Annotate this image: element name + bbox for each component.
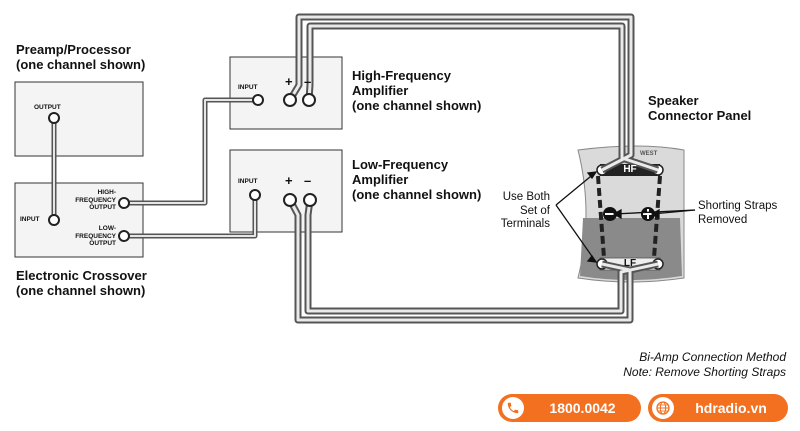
lf-amp-plus-label: + <box>285 173 293 188</box>
crossover-high-output-jack <box>118 197 130 209</box>
hf-amp-plus-post <box>283 93 297 107</box>
crossover-input-jack <box>48 214 60 226</box>
caption-line2: Note: Remove Shorting Straps <box>623 365 786 379</box>
lf-amp-minus-label: – <box>304 173 312 188</box>
preamp-box <box>14 81 144 157</box>
phone-pill[interactable]: 1800.0042 <box>498 394 641 422</box>
crossover-box <box>14 182 144 258</box>
lf-amp-plus-post <box>283 193 297 207</box>
hf-amp-minus-post <box>302 93 316 107</box>
website-url: hdradio.vn <box>695 400 767 416</box>
hf-amp-minus-label: – <box>304 74 312 89</box>
lf-amp-minus-post <box>303 193 317 207</box>
use-both-callout: Use Both Set of Terminals <box>500 191 550 230</box>
hf-amp-box <box>229 56 343 130</box>
globe-icon <box>652 397 674 419</box>
panel-brand-text: WEST <box>640 151 658 157</box>
lf-amp-input-label: INPUT <box>238 178 258 185</box>
rca-jacks <box>48 94 264 242</box>
caption-line1: Bi-Amp Connection Method <box>639 350 786 364</box>
preamp-output-label: OUTPUT <box>34 104 61 111</box>
hf-amp-plus-label: + <box>285 74 293 89</box>
crossover-title: Electronic Crossover (one channel shown) <box>16 268 147 298</box>
website-pill[interactable]: hdradio.vn <box>648 394 788 422</box>
crossover-low-output-label: LOW- FREQUENCY OUTPUT <box>75 225 116 247</box>
hf-amp-input-label: INPUT <box>238 84 258 91</box>
speaker-panel-title: Speaker Connector Panel <box>648 93 752 123</box>
phone-number: 1800.0042 <box>549 400 616 416</box>
hf-terminal-label: HF <box>623 164 637 175</box>
preamp-title: Preamp/Processor (one channel shown) <box>16 42 146 72</box>
lf-amp-box <box>229 149 343 233</box>
crossover-high-output-label: HIGH- FREQUENCY OUTPUT <box>75 189 116 211</box>
preamp-output-jack <box>48 112 60 124</box>
hf-amp-input-jack <box>252 94 264 106</box>
lf-amp-title: Low-Frequency Amplifier (one channel sho… <box>352 157 482 202</box>
crossover-low-output-jack <box>118 230 130 242</box>
phone-icon <box>502 397 524 419</box>
lf-terminal-label: LF <box>623 258 637 269</box>
crossover-input-label: INPUT <box>20 216 40 223</box>
shorting-straps-callout: Shorting Straps Removed <box>698 200 778 226</box>
lf-amp-input-jack <box>249 189 261 201</box>
hf-amp-title: High-Frequency Amplifier (one channel sh… <box>352 68 482 113</box>
